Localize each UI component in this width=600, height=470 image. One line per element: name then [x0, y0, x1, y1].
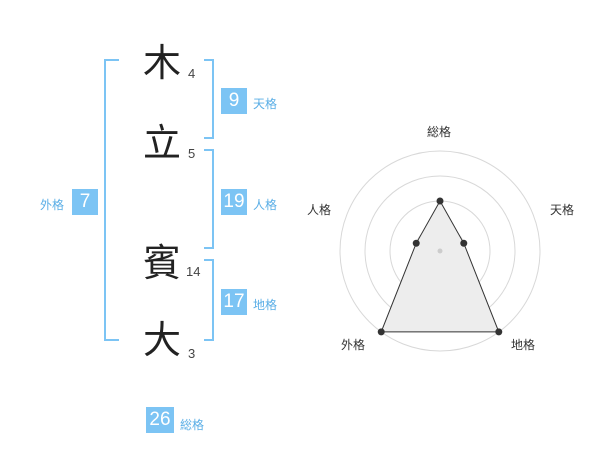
- stroke-count-2: 5: [188, 146, 196, 161]
- soukaku-label: 総格: [180, 418, 205, 432]
- radar-axis-label-gaikaku: 外格: [341, 338, 366, 352]
- radar-point-3: [377, 328, 385, 336]
- stroke-count-3: 14: [186, 264, 201, 279]
- radar-point-0: [436, 197, 444, 205]
- chikaku-label: 地格: [253, 298, 278, 312]
- name-char-1: 木: [143, 41, 182, 85]
- radar-axis-label-jinkaku: 人格: [307, 203, 332, 217]
- jinkaku-bracket: [204, 149, 214, 249]
- gaikaku-value: 7: [72, 189, 98, 215]
- radar-point-1: [460, 239, 468, 247]
- radar-point-2: [495, 328, 503, 336]
- radar-axis-label-tenkaku: 天格: [550, 203, 575, 217]
- jinkaku-value: 19: [221, 189, 247, 215]
- soukaku-value: 26: [146, 407, 174, 433]
- gaikaku-bracket: [104, 59, 119, 341]
- name-char-4: 大: [143, 318, 182, 362]
- gaikaku-label: 外格: [40, 198, 65, 212]
- radar-axis-label-soukaku: 総格: [427, 125, 452, 139]
- tenkaku-label: 天格: [253, 97, 278, 111]
- stroke-count-4: 3: [188, 346, 196, 361]
- tenkaku-value: 9: [221, 88, 247, 114]
- radar-axis-label-chikaku: 地格: [511, 338, 536, 352]
- jinkaku-label: 人格: [253, 198, 278, 212]
- radar-points: [377, 197, 503, 336]
- radar-point-4: [412, 239, 420, 247]
- radar-grid-ring: [339, 150, 541, 352]
- name-char-3: 賓: [143, 241, 182, 285]
- chikaku-value: 17: [221, 289, 247, 315]
- stroke-count-1: 4: [188, 66, 196, 81]
- chikaku-bracket: [204, 259, 214, 341]
- tenkaku-bracket: [204, 59, 214, 139]
- radar-center: [437, 248, 443, 254]
- radar-polygon: [380, 199, 500, 333]
- radar-shape: [380, 199, 500, 333]
- name-char-2: 立: [143, 121, 182, 165]
